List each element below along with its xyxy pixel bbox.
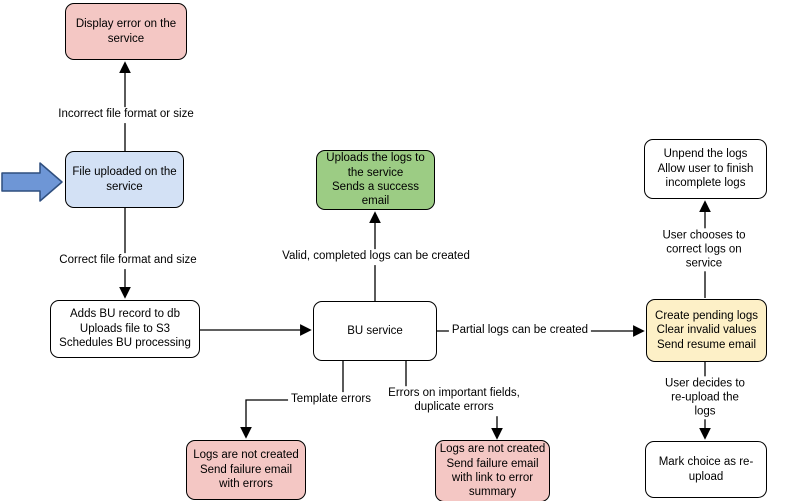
edge-label-valid-logs: Valid, completed logs can be created [279,249,473,265]
node-display-error: Display error on the service [65,3,187,60]
input-arrow-icon [1,162,63,202]
node-bu-service: BU service [313,301,437,361]
node-uploads-logs-success: Uploads the logs to the service Sends a … [316,150,435,210]
edge-label-partial-logs: Partial logs can be created [448,323,592,339]
node-mark-reupload: Mark choice as re- upload [645,441,767,498]
node-unpend-logs: Unpend the logs Allow user to finish inc… [644,139,767,199]
edge-label-user-corrects: User chooses to correct logs on service [655,228,753,272]
node-logs-failed-fields: Logs are not created Send failure email … [435,440,550,501]
edge-label-user-reuploads: User decides to re-upload the logs [657,376,753,420]
node-adds-bu-record: Adds BU record to db Uploads file to S3 … [50,300,200,358]
edge-label-correct-format: Correct file format and size [56,253,200,269]
edge-label-incorrect-format: Incorrect file format or size [55,107,197,123]
edge-label-field-errors: Errors on important fields, duplicate er… [385,386,523,416]
edge-label-template-errors: Template errors [288,392,374,408]
node-logs-failed-template: Logs are not created Send failure email … [186,440,306,500]
node-file-uploaded: File uploaded on the service [65,151,184,208]
node-create-pending-logs: Create pending logs Clear invalid values… [646,299,767,362]
